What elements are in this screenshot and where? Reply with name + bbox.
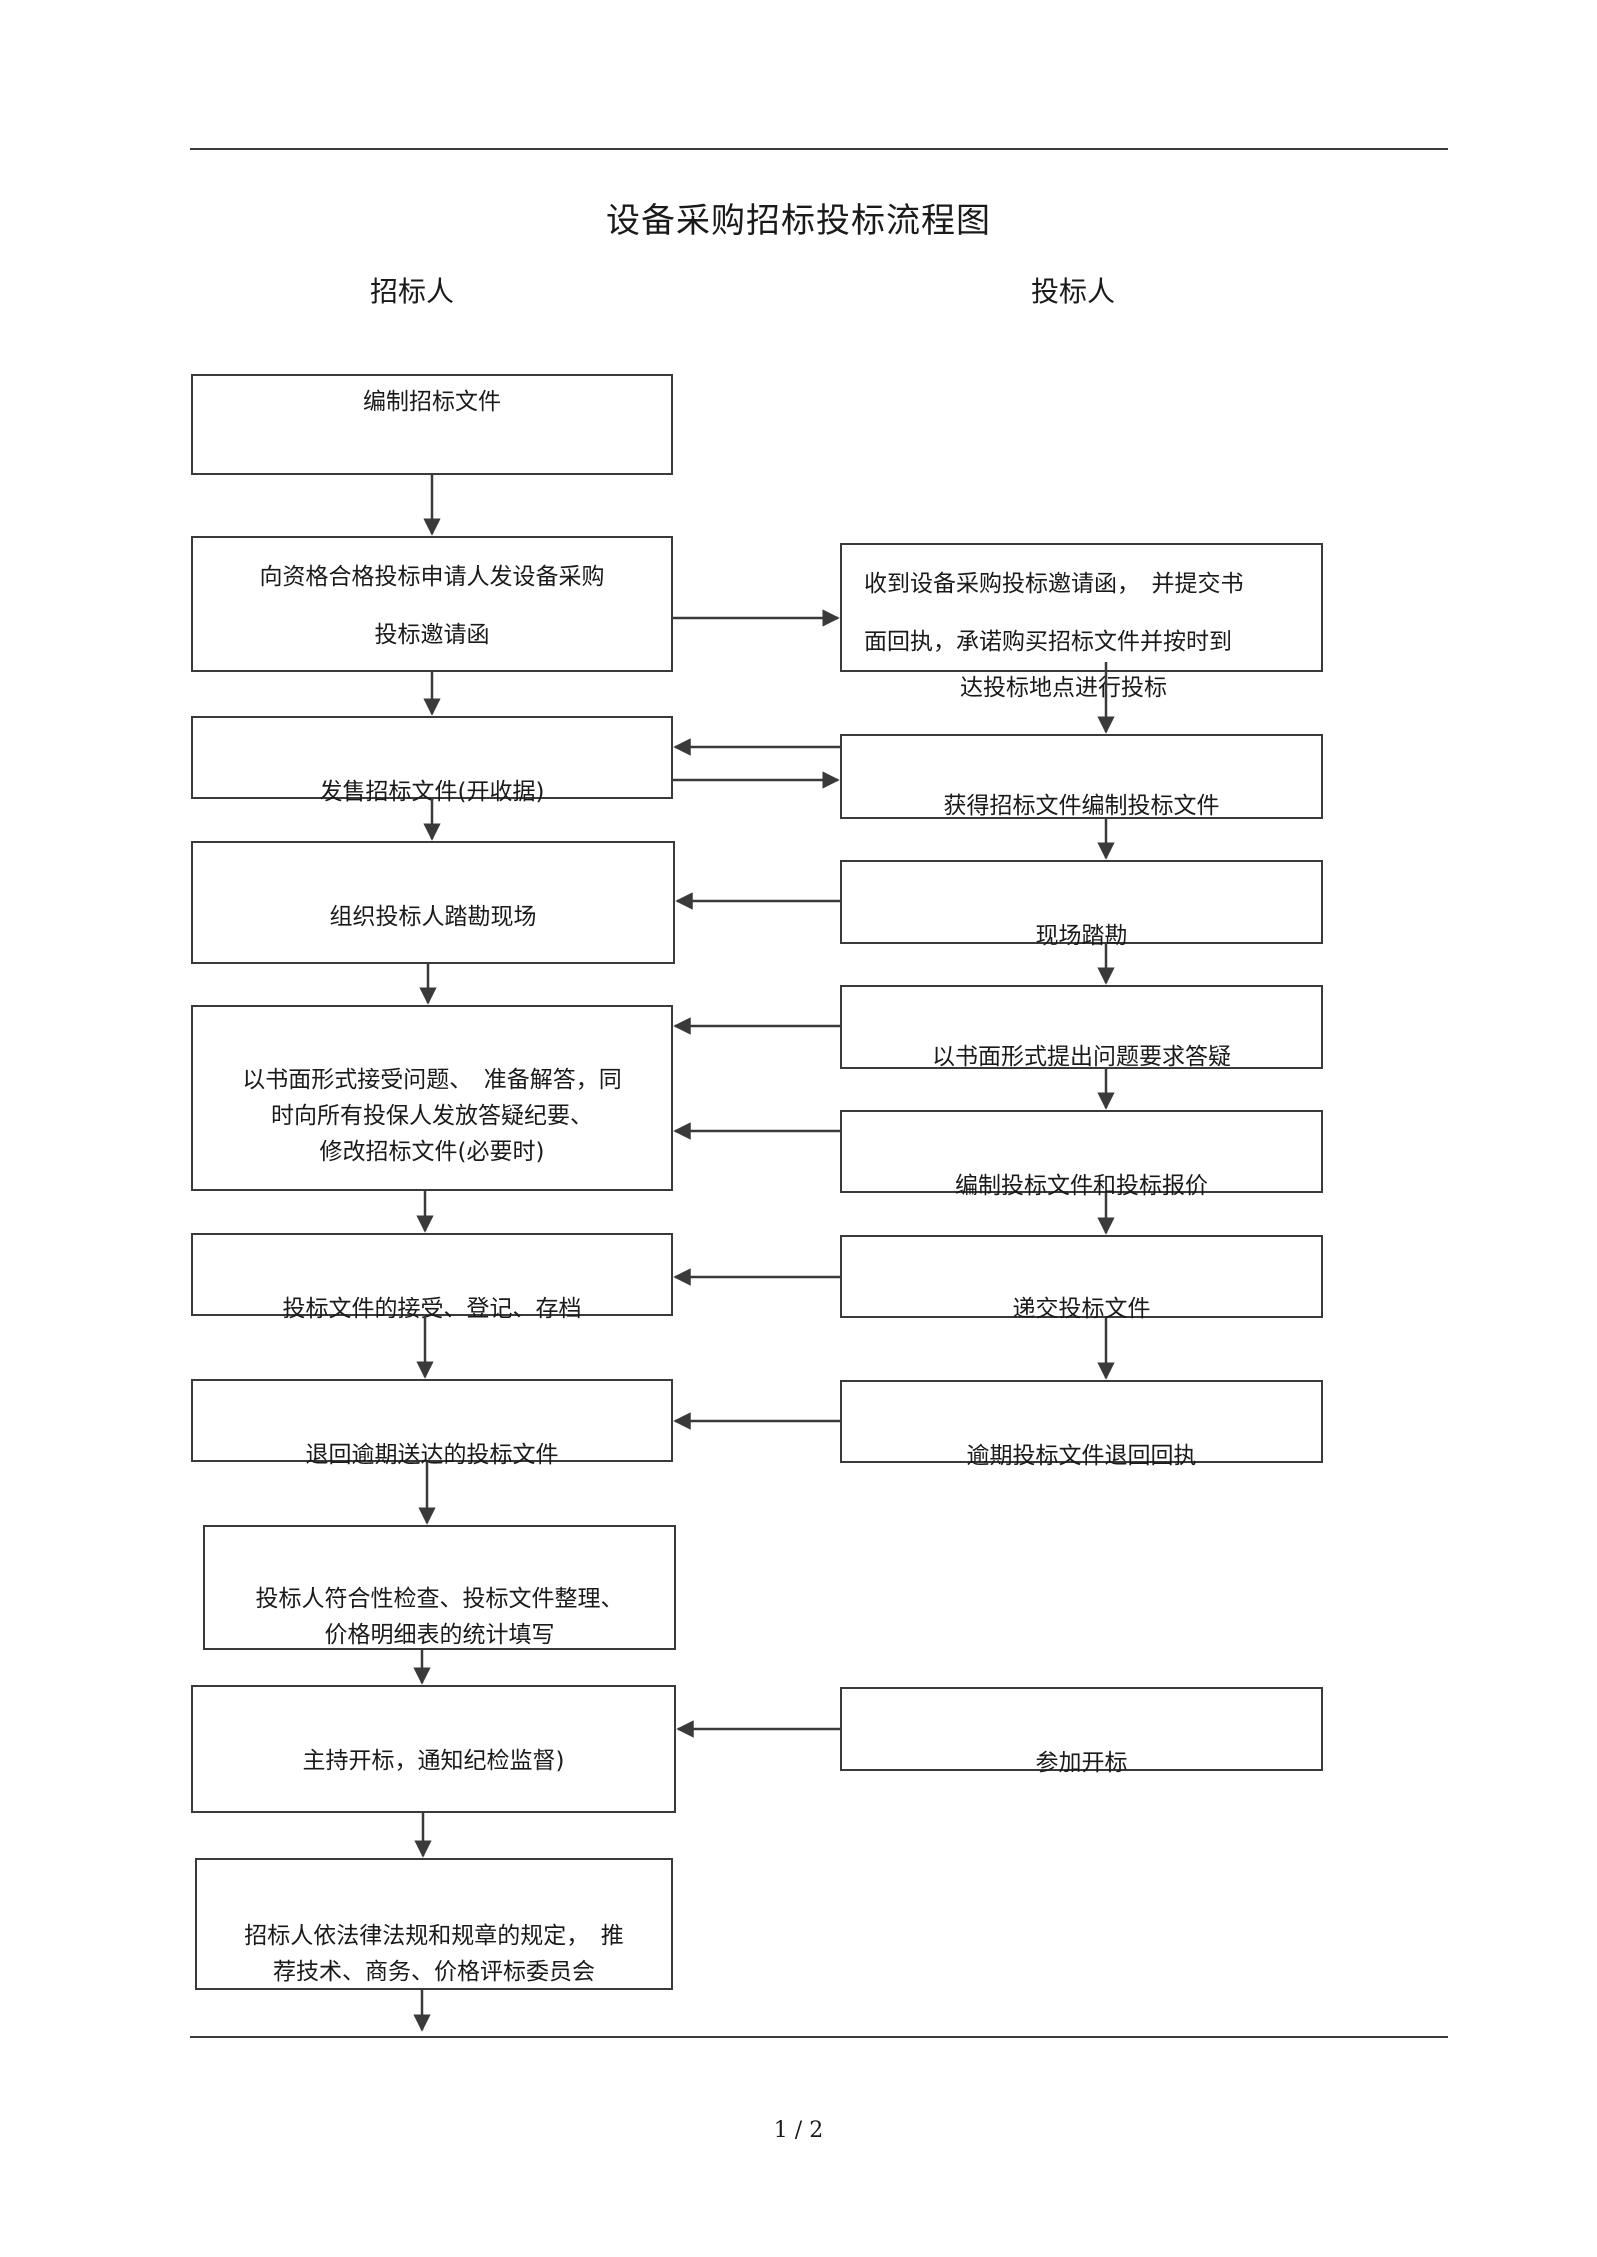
step-submit-questions: 以书面形式提出问题要求答疑 — [840, 985, 1323, 1070]
column-header-tenderer: 招标人 — [369, 275, 454, 308]
step-late-bid-receipt: 逾期投标文件退回回执 — [840, 1380, 1323, 1469]
step-answer-questions: 以书面形式接受问题、 准备解答，同 时向所有投保人发放答疑纪要、 修改招标文件(… — [191, 1005, 673, 1191]
step-site-visit: 现场踏勘 — [840, 860, 1323, 949]
step-obtain-tender-docs: 获得招标文件编制投标文件 — [840, 734, 1323, 819]
step-send-invitation: 向资格合格投标申请人发设备采购 投标邀请函 — [191, 536, 673, 672]
step-prepare-bid: 编制投标文件和投标报价 — [840, 1110, 1323, 1199]
step-form-evaluation-committee: 招标人依法律法规和规章的规定， 推 荐技术、商务、价格评标委员会 — [195, 1858, 673, 1990]
step-attend-bid-opening: 参加开标 — [840, 1687, 1323, 1776]
step-host-bid-opening: 主持开标，通知纪检监督) — [191, 1685, 676, 1813]
step-prepare-tender-docs: 编制招标文件 — [191, 374, 673, 475]
step-sell-tender-docs: 发售招标文件(开收据) — [191, 716, 673, 805]
step-receive-bids: 投标文件的接受、登记、存档 — [191, 1233, 673, 1322]
step-submit-bid: 递交投标文件 — [840, 1235, 1323, 1322]
top-rule — [190, 148, 1448, 150]
page-number: 1 / 2 — [773, 2118, 824, 2143]
page-title: 设备采购招标投标流程图 — [606, 201, 991, 241]
step-compliance-check: 投标人符合性检查、投标文件整理、 价格明细表的统计填写 — [203, 1525, 676, 1650]
step-return-late-bids: 退回逾期送达的投标文件 — [191, 1379, 673, 1468]
column-header-bidder: 投标人 — [1030, 275, 1115, 308]
step-receive-invitation: 收到设备采购投标邀请函， 并提交书 面回执，承诺购买招标文件并按时到 — [840, 543, 1323, 672]
step-receive-invitation-continued: 达投标地点进行投标 — [960, 675, 1167, 701]
bottom-rule — [190, 2036, 1448, 2038]
step-organize-site-visit: 组织投标人踏勘现场 — [191, 841, 675, 964]
